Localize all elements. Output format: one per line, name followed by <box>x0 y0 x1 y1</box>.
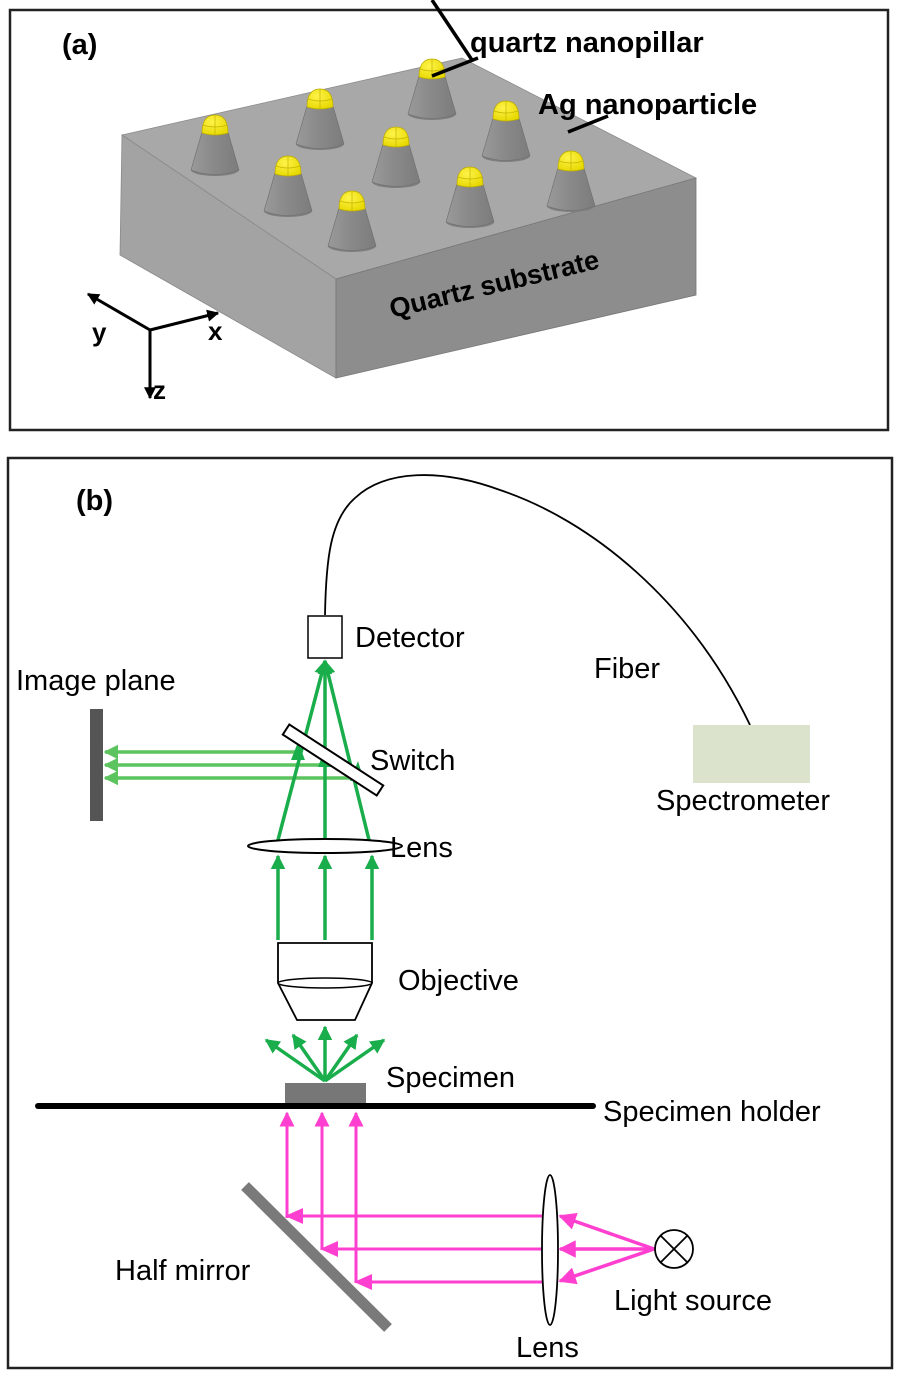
coordinate-axes: y x z <box>86 292 223 405</box>
light-source-icon <box>654 1229 694 1269</box>
nanopillar <box>407 58 457 120</box>
objective <box>277 942 373 1021</box>
y-axis-label: y <box>92 317 107 347</box>
switch-label: Switch <box>370 745 455 777</box>
pillar-array <box>190 58 596 252</box>
nanopillar <box>445 166 495 228</box>
lower-lens-label: Lens <box>516 1332 579 1364</box>
detector-label: Detector <box>355 622 465 654</box>
panel-b-label: (b) <box>76 485 113 517</box>
specimen <box>285 1083 366 1104</box>
quartz-nanopillar <box>371 143 421 187</box>
panel-a: (a) Quartz substrate quartz nanopillar A… <box>8 0 890 432</box>
upper-lens-label: Lens <box>390 832 453 864</box>
emission-ray <box>324 1038 386 1083</box>
switch-mirror <box>281 723 385 797</box>
quartz-nanopillar <box>445 183 495 227</box>
x-axis-arrow <box>149 309 220 332</box>
lower-lens <box>541 1174 559 1326</box>
reflected-rays <box>103 744 352 786</box>
quartz-nanopillar <box>263 172 313 216</box>
quartz-nanopillar <box>190 131 240 175</box>
emission-ray <box>291 1033 327 1082</box>
image-plane <box>90 709 103 821</box>
light-source-label: Light source <box>614 1285 772 1317</box>
nanopillar-label: quartz nanopillar <box>470 27 704 59</box>
quartz-nanopillar <box>407 75 457 119</box>
specimen-holder-label: Specimen holder <box>603 1096 821 1128</box>
panel-a-label: (a) <box>62 29 97 61</box>
quartz-nanopillar <box>295 105 345 149</box>
nanopillar <box>190 114 240 176</box>
half-mirror-label: Half mirror <box>115 1255 251 1287</box>
collimated-rays <box>270 854 380 940</box>
emission-ray <box>264 1038 326 1083</box>
z-axis-label: z <box>153 375 166 405</box>
nanopillar <box>327 190 377 252</box>
panel-b-frame <box>6 456 894 1370</box>
ray-arrowhead <box>320 1241 338 1257</box>
y-axis-arrow <box>86 292 151 332</box>
half-mirror <box>241 1182 392 1332</box>
converging-ray <box>276 659 329 841</box>
emission-fan <box>264 1025 386 1083</box>
nanoparticle-leader-line <box>567 114 609 134</box>
fiber-cable <box>324 474 751 726</box>
nanopillar <box>295 88 345 150</box>
source-ray <box>558 1212 655 1251</box>
image-plane-label: Image plane <box>16 665 176 697</box>
detector-box <box>307 615 343 659</box>
objective-label: Objective <box>398 965 519 997</box>
source-rays <box>558 1212 655 1285</box>
emission-ray <box>323 1033 359 1082</box>
excitation-rays-vertical <box>279 1111 364 1283</box>
nanopillar <box>263 155 313 217</box>
nanopillar-leader-line <box>430 0 474 61</box>
quartz-nanopillar <box>546 167 596 211</box>
mirror-arrowheads <box>285 1208 372 1290</box>
source-ray <box>558 1247 655 1285</box>
quartz-nanopillar <box>481 117 531 161</box>
upper-lens <box>247 838 403 854</box>
ray-arrowhead <box>354 1274 372 1290</box>
specimen-label: Specimen <box>386 1062 515 1094</box>
spectrometer-box <box>693 725 810 783</box>
panel-b: (b) Fiber Detector Spectrometer Image pl… <box>6 456 894 1370</box>
x-axis-label: x <box>208 316 223 346</box>
converging-ray <box>321 659 371 841</box>
excitation-rays-horizontal <box>289 1214 545 1284</box>
nanopillar <box>371 126 421 188</box>
quartz-nanopillar <box>327 207 377 251</box>
ray-arrowhead <box>285 1208 303 1224</box>
ray-arrowhead <box>291 742 305 760</box>
nanopillar <box>546 150 596 212</box>
nanopillar <box>481 100 531 162</box>
fiber-label: Fiber <box>594 653 660 685</box>
nanopillar-leader-line-b <box>431 56 479 78</box>
spectrometer-label: Spectrometer <box>656 785 830 817</box>
nanoparticle-label: Ag nanoparticle <box>538 89 757 121</box>
